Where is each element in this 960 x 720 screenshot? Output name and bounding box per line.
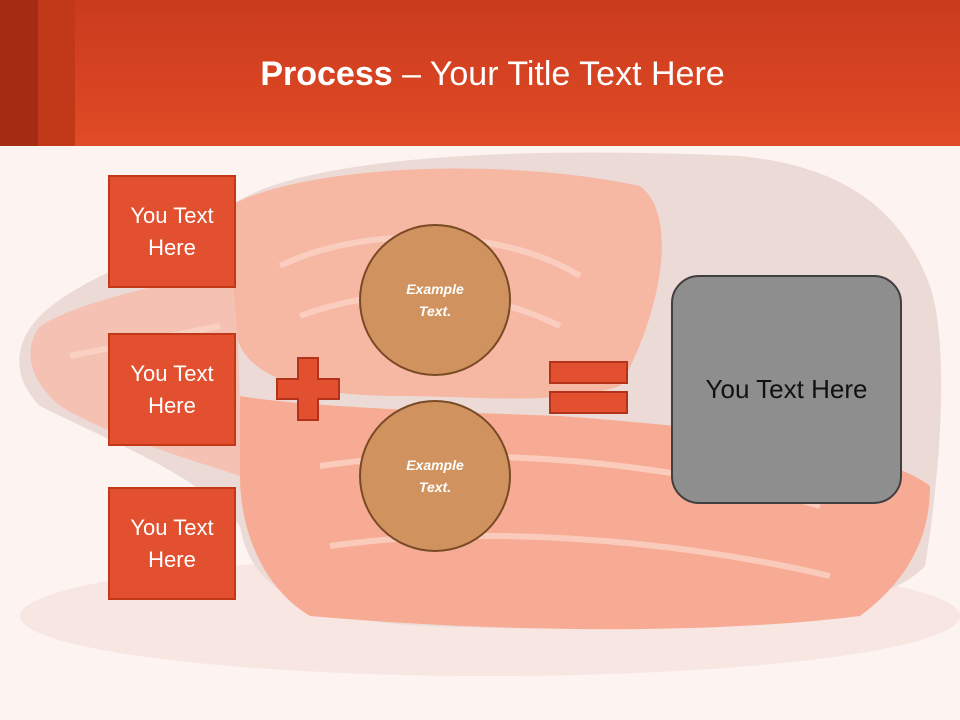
input-box-1-line1: You Text <box>130 202 214 228</box>
example-circle-2-line2: Text. <box>418 479 452 495</box>
input-box-2-line2: Here <box>148 392 196 418</box>
title-rest: – Your Title Text Here <box>392 55 725 93</box>
input-box-2-line1: You Text <box>130 360 214 386</box>
header-stripe-mid <box>38 0 75 146</box>
result-box: You Text Here <box>671 275 902 504</box>
equals-icon <box>549 361 628 414</box>
input-box-1-line2: Here <box>148 234 196 260</box>
example-circle-1-line2: Text. <box>418 303 452 319</box>
header-stripe-dark <box>0 0 38 146</box>
input-box-3-line2: Here <box>148 546 196 572</box>
result-label: You Text Here <box>705 374 868 404</box>
example-circle-2-line1: Example <box>406 457 464 473</box>
example-circle-1-line1: Example <box>406 281 464 297</box>
plus-icon <box>276 357 340 421</box>
title-bold: Process <box>260 55 393 93</box>
input-box-3-line1: You Text <box>130 514 214 540</box>
slide-title: Process – Your Title Text Here <box>0 52 960 96</box>
title-bar: Process – Your Title Text Here <box>0 0 960 146</box>
